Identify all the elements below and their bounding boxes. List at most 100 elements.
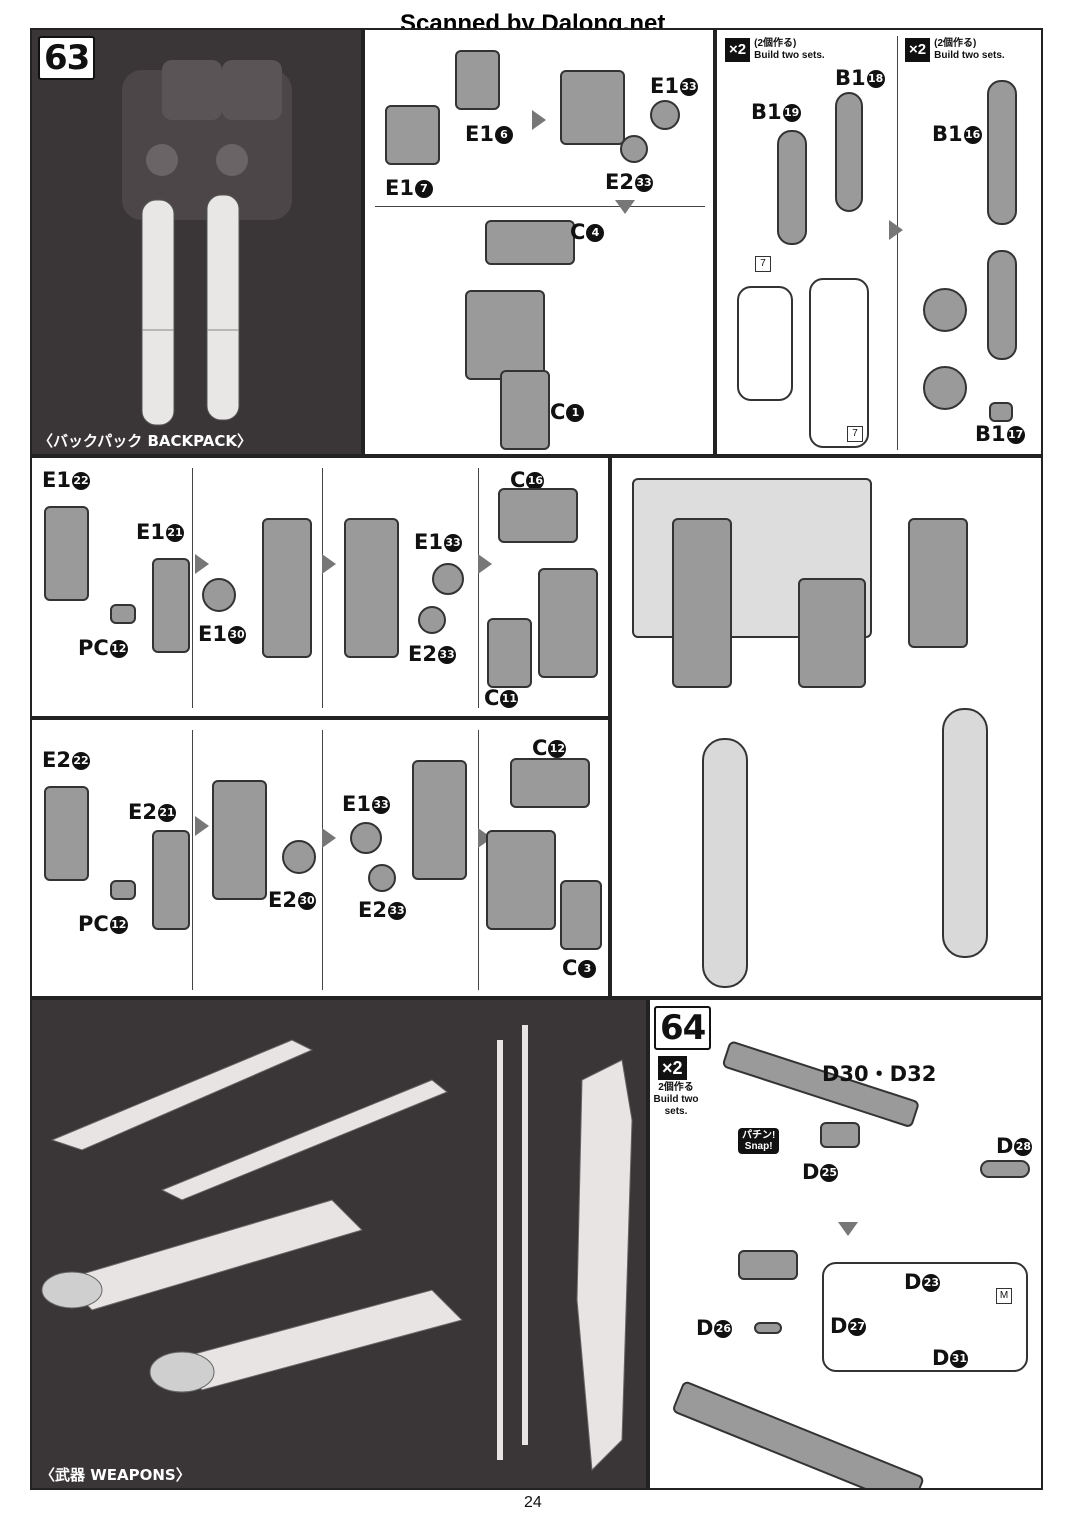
c1-part [500, 370, 550, 450]
thruster-final [538, 568, 598, 678]
weapons-photo-panel: 〈武器 WEAPONS〉 [30, 998, 648, 1490]
tube-left [702, 738, 748, 988]
ref62-panel: 62 [610, 456, 1043, 998]
socket-detail-b [923, 366, 967, 410]
tube-assembled [987, 250, 1017, 360]
thruster-body-c [212, 780, 267, 900]
backpack-photo-panel: 63 〈バックパック BACKPACK〉 [30, 28, 363, 456]
rifle-assembled [671, 1380, 926, 1488]
b1-18-tube [835, 92, 863, 212]
step-arrow [322, 554, 336, 574]
e1-30-part [202, 578, 236, 612]
inset-left [737, 286, 793, 401]
tube-right [942, 708, 988, 958]
build-two-note-a: ×2 (2個作る)Build two sets. [725, 38, 825, 62]
snap-badge: パチン!Snap! [738, 1128, 780, 1154]
b1-16-tube [987, 80, 1017, 225]
c12-part [510, 758, 590, 808]
backpack-illustration [122, 60, 292, 426]
c11-part [487, 618, 532, 688]
build-two-badge-64: ×2 [658, 1056, 687, 1080]
build-two-note-b: ×2 (2個作る)Build two sets. [905, 38, 1005, 62]
backpack-caption: 〈バックパック BACKPACK〉 [38, 432, 253, 450]
c3-part [560, 880, 602, 950]
page-number: 24 [524, 1494, 542, 1511]
step-arrow [532, 110, 546, 130]
d28-part [980, 1160, 1030, 1178]
pc12-part-b [110, 880, 136, 900]
d25-part [820, 1122, 860, 1148]
thruster-body-b [344, 518, 399, 658]
step-arrow-down [615, 200, 635, 214]
step-arrow [889, 220, 903, 240]
tag-7b: 7 [847, 426, 863, 442]
thruster-final-b [486, 830, 556, 930]
backpack-unit-part [465, 290, 545, 380]
step-number-64: 64 [654, 1006, 712, 1050]
thruster-left-mounted [672, 518, 732, 688]
thruster-body-a [262, 518, 312, 658]
d26-part [754, 1322, 782, 1334]
pc12-part [110, 604, 136, 624]
tag-m: M [996, 1288, 1012, 1304]
step-arrow-down [838, 1222, 858, 1236]
e1-6-part [455, 50, 500, 110]
e1-7-part [385, 105, 440, 165]
e2-33-nozzle [418, 606, 446, 634]
e2-21-part [152, 830, 190, 930]
e1-21-part [152, 558, 190, 653]
step-arrow [195, 816, 209, 836]
e1-22-part [44, 506, 89, 601]
step-arrow [478, 554, 492, 574]
weapons-illustration [41, 1025, 633, 1472]
e2-33-part [620, 135, 648, 163]
label-d30-d32-vis: D30・D32 [822, 1062, 937, 1086]
b1-17-part [989, 402, 1013, 422]
step-arrow [195, 554, 209, 574]
step-number-63: 63 [38, 36, 96, 80]
e1-33-nozzle [432, 563, 464, 595]
weapons-caption: 〈武器 WEAPONS〉 [40, 1466, 191, 1484]
step-arrow [322, 828, 336, 848]
e1-33-part [650, 100, 680, 130]
assembled-core-part [560, 70, 625, 145]
thruster-body-d [412, 760, 467, 880]
e2-22-part [44, 786, 89, 881]
scope-part [738, 1250, 798, 1280]
step63-tubes-panel: ×2 (2個作る)Build two sets. ×2 (2個作る)Build … [715, 28, 1043, 456]
tag-7a: 7 [755, 256, 771, 272]
thruster-center [798, 578, 866, 688]
